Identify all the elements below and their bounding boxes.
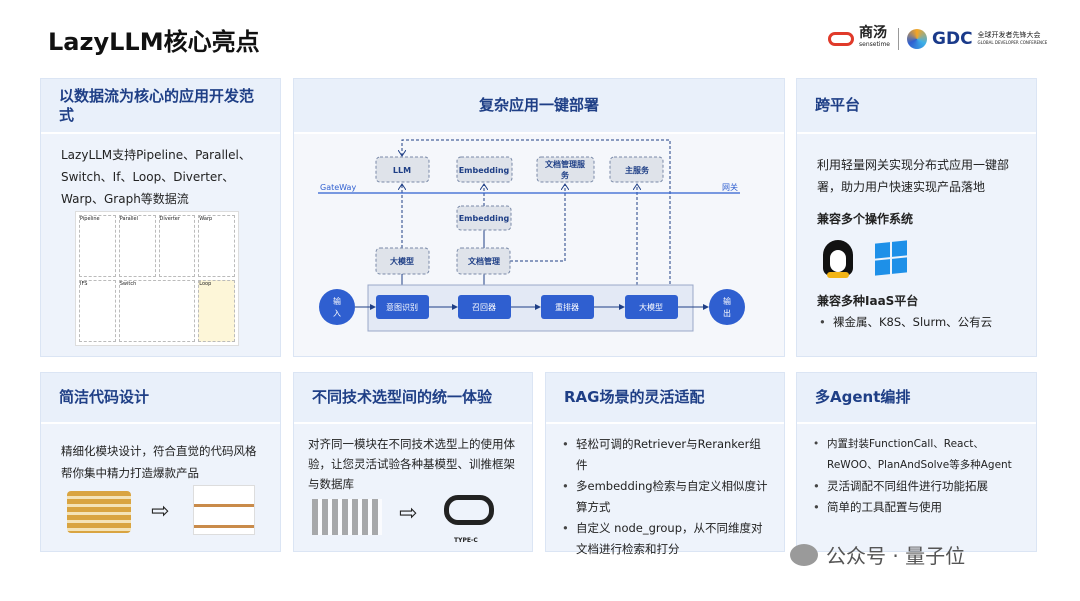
- step-llm: [625, 295, 678, 319]
- output-node: [709, 289, 745, 325]
- card-agent: 多Agent编排 内置封装FunctionCall、React、ReWOO、Pl…: [796, 372, 1037, 552]
- label: 输: [723, 296, 731, 306]
- node-docmanage: [456, 247, 511, 275]
- card-title: 以数据流为核心的应用开发范式: [41, 79, 280, 134]
- node-embedding: [456, 205, 512, 231]
- step-retriever: [458, 295, 511, 319]
- gateway-label-cn: 网关: [722, 182, 738, 192]
- card-platform: 跨平台 利用轻量网关实现分布式应用一键部署，助力用户快速实现产品落地 兼容多个操…: [796, 78, 1037, 357]
- connector-label: TYPE-C: [454, 537, 478, 544]
- gateway-label: GateWay: [320, 183, 356, 192]
- step-intent: [376, 295, 429, 319]
- thumb-ifs: IFS: [79, 280, 116, 342]
- card-title: 多Agent编排: [797, 373, 1036, 424]
- page-title: LazyLLM核心亮点: [48, 28, 260, 56]
- sensetime-logo-icon: [828, 32, 854, 46]
- label: 大模型: [390, 256, 414, 266]
- bookshelf-icon: [193, 485, 255, 535]
- card-text: 精细化模块设计，符合直觉的代码风格帮你集中精力打造爆款产品: [61, 444, 257, 480]
- card-title: RAG场景的灵活适配: [546, 373, 784, 424]
- thumb-warp: Warp: [198, 215, 235, 277]
- thumb-parallel: Parallel: [118, 215, 156, 277]
- arrow-right-icon: ⇨: [151, 499, 170, 524]
- arrow-right-icon: ⇨: [399, 501, 418, 526]
- label: Embedding: [459, 214, 510, 223]
- card-text: 利用轻量网关实现分布式应用一键部署，助力用户快速实现产品落地: [817, 158, 1010, 194]
- thumb-diverter: Diverter: [158, 215, 196, 277]
- rag-item: 轻松可调的Retriever与Reranker组件: [560, 434, 770, 476]
- label: 出: [723, 308, 731, 318]
- typec-connector-icon: [444, 495, 494, 525]
- label: 文档管理服: [545, 159, 586, 169]
- card-text: 对齐同一模块在不同技术选型上的使用体验，让您灵活试验各种基模型、训推框架与数据库: [308, 437, 515, 491]
- watermark: 公众号 · 量子位: [790, 540, 965, 569]
- label: 大模型: [639, 302, 663, 312]
- service-docmanage: [536, 156, 595, 183]
- thumb-loop: Loop: [198, 280, 235, 342]
- watermark-text: 公众号 · 量子位: [826, 544, 966, 568]
- label: 召回器: [472, 303, 496, 312]
- card-title: 跨平台: [797, 79, 1036, 134]
- input-node: [319, 289, 355, 325]
- agent-item: 简单的工具配置与使用: [811, 497, 1022, 518]
- thumb-switch: Switch: [118, 280, 196, 342]
- card-title: 简洁代码设计: [41, 373, 280, 424]
- label: Embedding: [459, 166, 510, 175]
- label: 意图识别: [386, 302, 418, 312]
- gdc-logo-icon: [907, 29, 927, 49]
- linux-icon: [823, 240, 853, 278]
- rag-item: 多embedding检索与自定义相似度计算方式: [560, 476, 770, 518]
- card-text: LazyLLM支持Pipeline、Parallel、Switch、If、Loo…: [61, 148, 251, 206]
- card-title: 复杂应用一键部署: [294, 79, 784, 134]
- label: 主服务: [625, 165, 650, 175]
- sensetime-logo: 商汤: [859, 25, 887, 41]
- service-embedding: [456, 156, 513, 183]
- card-unified: 不同技术选型间的统一体验 对齐同一模块在不同技术选型上的使用体验，让您灵活试验各…: [293, 372, 533, 552]
- service-main: [609, 156, 664, 183]
- rag-item: 自定义 node_group，从不同维度对文档进行检索和打分: [560, 518, 770, 560]
- label: LLM: [393, 166, 411, 175]
- wechat-icon: [790, 543, 818, 566]
- gdc-name: 全球开发者先锋大会: [977, 31, 1041, 39]
- iaas-item: 裸金属、K8S、Slurm、公有云: [817, 312, 1016, 333]
- dataflow-thumbnail: Pipeline Parallel Diverter Warp IFS Swit…: [75, 211, 239, 346]
- card-dataflow: 以数据流为核心的应用开发范式 LazyLLM支持Pipeline、Paralle…: [40, 78, 281, 357]
- windows-icon: [875, 240, 907, 276]
- card-title: 不同技术选型间的统一体验: [294, 373, 532, 424]
- gdc-name-en: GLOBAL DEVELOPER CONFERENCE: [977, 40, 1048, 45]
- card-code: 简洁代码设计 精细化模块设计，符合直觉的代码风格帮你集中精力打造爆款产品 ⇨: [40, 372, 281, 552]
- step-reranker: [541, 295, 594, 319]
- agent-item: 灵活调配不同组件进行功能拓展: [811, 476, 1022, 497]
- agent-item: 内置封装FunctionCall、React、ReWOO、PlanAndSolv…: [811, 434, 1022, 476]
- logo-bar: 商汤 sensetime GDC 全球开发者先锋大会 GLOBAL DEVELO…: [828, 24, 1068, 54]
- label: 文档管理: [468, 256, 500, 266]
- thumb-pipeline: Pipeline: [79, 215, 116, 277]
- card-rag: RAG场景的灵活适配 轻松可调的Retriever与Reranker组件 多em…: [545, 372, 785, 556]
- label: 入: [333, 309, 341, 318]
- service-llm: [375, 156, 430, 183]
- sensetime-logo-en: sensetime: [859, 41, 890, 48]
- label: 重排器: [555, 302, 579, 312]
- cables-icon: [312, 499, 382, 535]
- label: 务: [561, 170, 570, 180]
- gdc-logo: GDC: [932, 29, 973, 49]
- label: 输: [333, 296, 341, 306]
- os-title: 兼容多个操作系统: [817, 212, 914, 226]
- node-llm: [375, 247, 430, 275]
- iaas-title: 兼容多种IaaS平台: [817, 294, 919, 308]
- books-pile-icon: [67, 491, 131, 533]
